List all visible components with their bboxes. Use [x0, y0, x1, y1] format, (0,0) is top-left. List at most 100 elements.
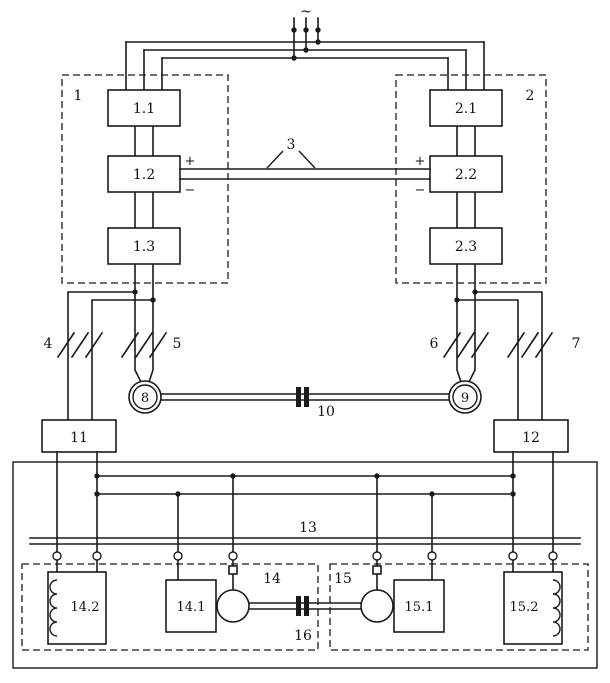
connector-ring: [52, 551, 62, 561]
group-1-label: 1: [74, 88, 83, 104]
group-2-internal-wires: [456, 125, 476, 384]
junction-dot: [374, 473, 380, 479]
enclosure-rect: [12, 461, 598, 669]
machine-8: 8: [128, 380, 162, 414]
connector-ring: [372, 551, 382, 561]
winding-15-2-coil: [552, 579, 561, 637]
contact-5-label: 5: [173, 336, 182, 352]
junction-dot: [454, 297, 460, 303]
machine-group-15: 15 15.1 15.2: [329, 563, 589, 651]
machine-14-1-box: [165, 579, 217, 633]
junction-dot: [94, 491, 100, 497]
power-source: ~: [125, 4, 485, 91]
converter-group-2: 2 2.1 2.2 2.3: [395, 74, 547, 384]
connector-ring: [427, 551, 437, 561]
winding-14-2-label: 14.2: [71, 600, 100, 615]
contact-5: 5: [120, 331, 182, 359]
junction-dot: [510, 473, 516, 479]
machine-15-1-label: 15.1: [405, 600, 434, 615]
block-2-2-label: 2.2: [455, 167, 477, 183]
converter-feed-wires: [125, 41, 485, 91]
block-1-2-label: 1.2: [133, 167, 155, 183]
machine-15-1-box: [393, 579, 445, 633]
group-15-label: 15: [334, 571, 352, 587]
distribution-buses: [96, 475, 514, 495]
junction-dot: [472, 289, 478, 295]
shaft-coupling-16: 16: [248, 596, 362, 644]
branch-wires: [67, 291, 543, 421]
connector-ring: [228, 551, 238, 561]
group-15-dashed-boundary: [329, 563, 589, 651]
coupling-10-bar: [304, 387, 309, 407]
distribution-vertical-wires: [56, 451, 554, 591]
group-1-internal-wires: [134, 125, 154, 384]
connector-ring: [92, 551, 102, 561]
dc-link-3: 3 + − + −: [179, 137, 431, 198]
junction-dot: [230, 473, 236, 479]
junction-dot: [132, 289, 138, 295]
machine-15-1-armature-circle: [360, 589, 394, 623]
junction-dot: [291, 27, 297, 33]
junction-dot: [94, 473, 100, 479]
block-12-label: 12: [522, 430, 540, 446]
bus-13-label: 13: [299, 520, 317, 536]
block-1-2-box: [107, 155, 181, 193]
bus-13: 13: [29, 520, 581, 561]
distribution-wiring: [56, 451, 554, 591]
plus-sign-left: +: [185, 154, 196, 169]
group-14-label: 14: [263, 571, 281, 587]
coupling-16-label: 16: [294, 628, 312, 644]
connector-ring: [548, 551, 558, 561]
machine-9-label: 9: [461, 391, 469, 406]
minus-sign-right: −: [415, 183, 426, 198]
contact-6-slashes: [442, 331, 490, 359]
contact-6: 6: [430, 331, 490, 359]
block-2-1-label: 2.1: [455, 101, 477, 117]
contact-4-label: 4: [44, 336, 53, 352]
machine-8-inner-circle: [132, 384, 158, 410]
junction-dot: [175, 491, 181, 497]
block-11-box: [41, 419, 117, 453]
contact-7: 7: [506, 331, 581, 359]
block-1-3-box: [107, 227, 181, 265]
contact-5-slashes: [120, 331, 168, 359]
connector-ring: [173, 551, 183, 561]
contact-7-label: 7: [572, 336, 581, 352]
junction-dot: [150, 297, 156, 303]
junction-dot: [510, 491, 516, 497]
contact-6-label: 6: [430, 336, 439, 352]
contact-4: 4: [44, 331, 104, 359]
branch-wiring: [67, 289, 543, 421]
block-11-label: 11: [70, 430, 88, 446]
junction-dot: [429, 491, 435, 497]
winding-14-2-box: [47, 571, 107, 645]
shaft-coupling-10: 10: [160, 387, 450, 420]
machine-14-1-brush: [228, 565, 238, 575]
converter-group-1: 1 1.1 1.2 1.3: [61, 74, 229, 384]
bus-13-wires: [29, 537, 581, 545]
junction-dot: [303, 27, 309, 33]
winding-15-2-box: [503, 571, 563, 645]
coupling-16-bar: [304, 596, 309, 616]
dc-link-label: 3: [287, 137, 296, 153]
contact-7-slashes: [506, 331, 554, 359]
block-2-3-label: 2.3: [455, 239, 477, 255]
block-2-1-box: [429, 89, 503, 127]
label-3-leader-lines: [266, 150, 316, 169]
dc-link-wires: [179, 168, 431, 180]
machine-8-label: 8: [141, 391, 149, 406]
coupling-10-bar: [296, 387, 301, 407]
machine-9-inner-circle: [452, 384, 478, 410]
contact-4-slashes: [56, 331, 104, 359]
block-11: 11: [41, 419, 117, 453]
coupling-16-bar: [296, 596, 301, 616]
machine-14-1-armature-circle: [216, 589, 250, 623]
machine-group-14: 14 14.2 14.1: [21, 563, 319, 651]
junction-dot: [315, 27, 321, 33]
winding-15-2-label: 15.2: [510, 600, 539, 615]
junction-dot: [315, 39, 321, 45]
junction-dot: [303, 47, 309, 53]
outer-enclosure: [12, 461, 598, 669]
